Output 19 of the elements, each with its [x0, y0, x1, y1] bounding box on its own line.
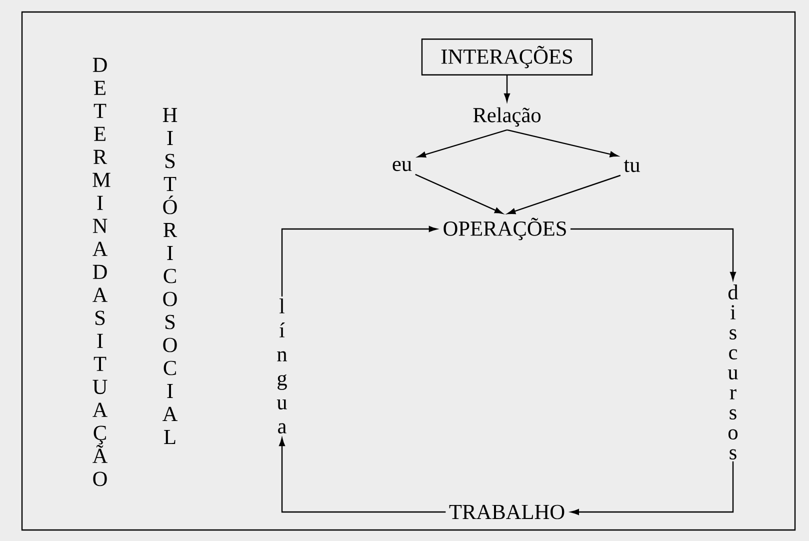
arrow	[506, 129, 618, 158]
node-label: TRABALHO	[449, 504, 564, 520]
vertical-label: DETERMINADA SITUAÇÃO	[92, 58, 110, 486]
node-label: eu	[392, 160, 412, 172]
node-label: Relação	[473, 107, 541, 127]
arrow	[418, 129, 508, 158]
node-label: tu	[624, 160, 640, 172]
arrow	[281, 226, 438, 297]
arrow	[415, 174, 503, 214]
vertical-label: HISTÓRICO SOCIAL	[162, 108, 178, 444]
arrow	[504, 75, 510, 102]
arrow	[507, 174, 621, 214]
vertical-label: língua	[276, 298, 288, 434]
arrow	[570, 461, 734, 515]
node-label: OPERAÇÕES	[444, 218, 566, 240]
arrow	[570, 228, 736, 280]
process-box: INTERAÇÕES	[421, 38, 593, 76]
arrow	[279, 438, 446, 513]
vertical-label: discursos	[728, 284, 738, 460]
